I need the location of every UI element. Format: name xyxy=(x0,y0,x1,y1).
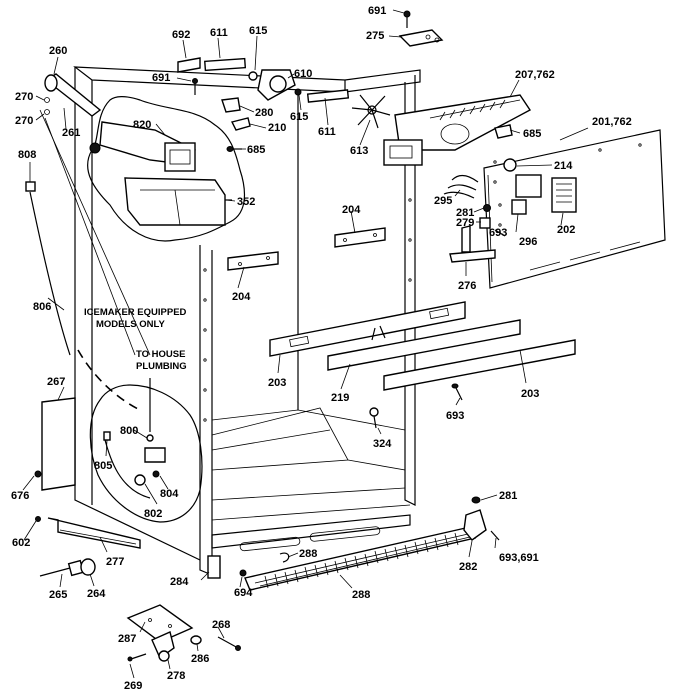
label-800: 800 xyxy=(120,425,138,437)
label-691-top: 691 xyxy=(368,5,386,17)
label-203-left: 203 xyxy=(268,377,286,389)
front-roller xyxy=(39,558,96,577)
label-694: 694 xyxy=(234,587,253,599)
label-279: 279 xyxy=(456,217,474,229)
label-808: 808 xyxy=(18,149,36,161)
label-602: 602 xyxy=(12,537,30,549)
leveling-bracket xyxy=(35,516,141,549)
label-615-top: 615 xyxy=(249,25,267,37)
icemaker-cutaway xyxy=(87,96,246,242)
label-287: 287 xyxy=(118,633,136,645)
icemaker-note-line1: ICEMAKER EQUIPPED xyxy=(84,307,187,318)
label-204-right: 204 xyxy=(342,204,361,216)
label-267: 267 xyxy=(47,376,65,388)
label-676: 676 xyxy=(11,490,29,502)
water-line xyxy=(25,109,151,411)
label-281-mid: 281 xyxy=(456,207,474,219)
label-270-a: 270 xyxy=(15,91,33,103)
label-288-grille: 288 xyxy=(352,589,370,601)
control-housing xyxy=(383,94,532,166)
icemaker-note-line2: MODELS ONLY xyxy=(96,319,165,330)
fill-tube xyxy=(44,73,102,117)
label-276: 276 xyxy=(458,280,476,292)
label-275: 275 xyxy=(366,30,384,42)
misc-fasteners xyxy=(369,383,463,429)
plumbing-cutaway xyxy=(89,378,203,523)
label-615-mid: 615 xyxy=(290,111,308,123)
label-820: 820 xyxy=(133,119,151,131)
label-295: 295 xyxy=(434,195,452,207)
label-692: 692 xyxy=(172,29,190,41)
label-277: 277 xyxy=(106,556,124,568)
label-613: 613 xyxy=(350,145,368,157)
top-mechanism xyxy=(177,57,391,152)
label-203-right: 203 xyxy=(521,388,539,400)
label-269: 269 xyxy=(124,680,142,692)
part-labels: 691 275 692 611 615 260 691 610 207,762 … xyxy=(11,5,632,692)
label-805: 805 xyxy=(94,460,112,472)
label-611-top: 611 xyxy=(210,27,228,39)
label-264: 264 xyxy=(87,588,106,600)
label-685-top: 685 xyxy=(523,128,541,140)
side-panel xyxy=(34,397,76,491)
label-284: 284 xyxy=(170,576,189,588)
caster-assembly xyxy=(126,604,241,662)
label-691-mid: 691 xyxy=(152,72,170,84)
label-324: 324 xyxy=(373,438,392,450)
label-804: 804 xyxy=(160,488,179,500)
bottom-hinge xyxy=(463,496,500,541)
label-210: 210 xyxy=(268,122,286,134)
label-280: 280 xyxy=(255,107,273,119)
cabinet xyxy=(73,66,421,576)
label-260: 260 xyxy=(49,45,67,57)
label-693-mid: 693 xyxy=(489,227,507,239)
label-207-762: 207,762 xyxy=(515,69,555,81)
label-265: 265 xyxy=(49,589,67,601)
crisper-rails xyxy=(269,301,576,391)
label-693-691: 693,691 xyxy=(499,552,539,564)
label-802: 802 xyxy=(144,508,162,520)
shelf-brackets xyxy=(227,227,386,271)
label-261: 261 xyxy=(62,127,80,139)
label-685-mid: 685 xyxy=(247,144,265,156)
label-806: 806 xyxy=(33,301,51,313)
label-610: 610 xyxy=(294,68,312,80)
base-hardware xyxy=(207,552,290,579)
label-201-762: 201,762 xyxy=(592,116,632,128)
label-296: 296 xyxy=(519,236,537,248)
label-214: 214 xyxy=(554,160,573,172)
top-hinge xyxy=(398,10,444,47)
label-286: 286 xyxy=(191,653,209,665)
label-219: 219 xyxy=(331,392,349,404)
label-611-mid: 611 xyxy=(318,126,336,138)
label-288-small: 288 xyxy=(299,548,317,560)
label-202: 202 xyxy=(557,224,575,236)
plumbing-note-line2: PLUMBING xyxy=(136,361,187,372)
plumbing-note-line1: TO HOUSE xyxy=(136,349,185,360)
label-270-b: 270 xyxy=(15,115,33,127)
label-268: 268 xyxy=(212,619,230,631)
label-281-low: 281 xyxy=(499,490,517,502)
label-282: 282 xyxy=(459,561,477,573)
control-panel xyxy=(443,129,666,289)
label-352: 352 xyxy=(237,196,255,208)
label-278: 278 xyxy=(167,670,185,682)
label-693-low: 693 xyxy=(446,410,464,422)
label-204-left: 204 xyxy=(232,291,251,303)
leader-lines xyxy=(22,9,589,679)
